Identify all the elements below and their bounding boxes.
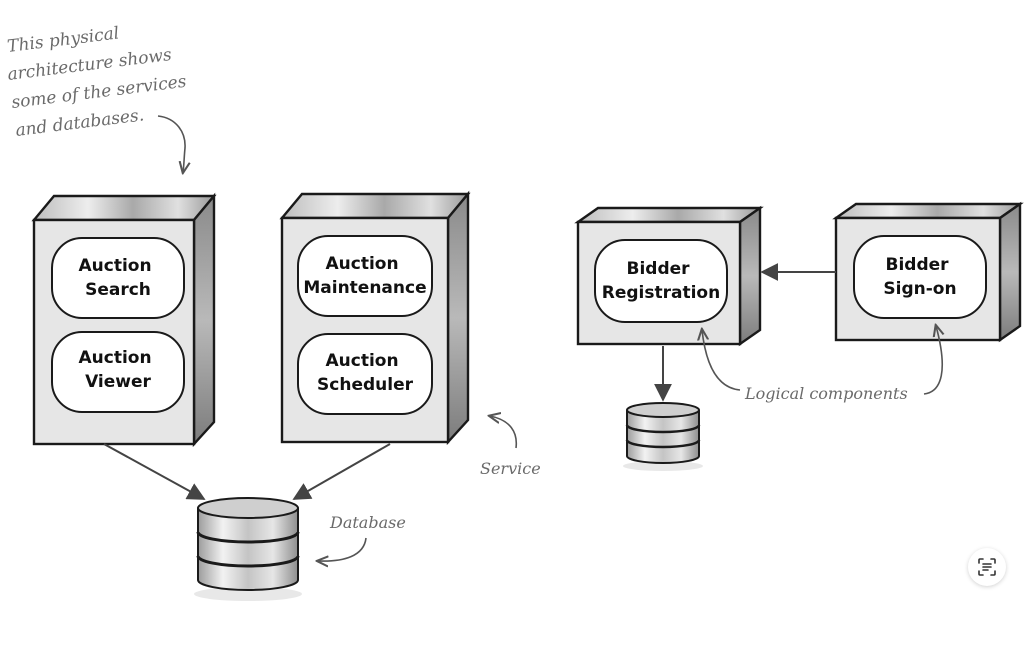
- service-box-top: [31, 194, 217, 222]
- service-box-bidder-registration: Bidder Registration: [574, 205, 764, 347]
- component-shape: [297, 235, 433, 317]
- logical-components-arrow-left: [702, 330, 741, 391]
- database-icon: [194, 497, 302, 601]
- logical-components-arrow-right: [923, 326, 942, 395]
- component-bidder-sign-on: Bidder Sign-on: [853, 235, 987, 319]
- service-box-side: [738, 205, 762, 347]
- service-box-side: [446, 190, 470, 446]
- annotation-line-4: and databases.: [14, 105, 145, 141]
- annotation-line-1: This physical: [6, 23, 120, 57]
- component-shape: [594, 239, 728, 323]
- component-label: Bidder Registration: [602, 259, 720, 303]
- component-label: Auction Scheduler: [317, 351, 414, 395]
- component-shape: [297, 333, 433, 415]
- component-label: Auction Maintenance: [303, 254, 426, 298]
- component-shape: [51, 331, 185, 413]
- service-box-side: [998, 201, 1022, 343]
- arrow-service-to-database: [292, 443, 391, 500]
- component-label: Bidder Sign-on: [883, 255, 956, 299]
- service-box-side: [192, 192, 216, 448]
- service-box-auction-search-viewer: Auction Search Auction Viewer: [31, 192, 217, 448]
- service-box-top: [574, 206, 764, 224]
- component-shape: [853, 235, 987, 319]
- service-box-top: [279, 192, 471, 220]
- component-auction-search: Auction Search: [51, 237, 185, 319]
- service-callout-arrow: [490, 416, 518, 449]
- component-auction-scheduler: Auction Scheduler: [297, 333, 433, 415]
- text-scan-icon: [978, 558, 996, 576]
- logical-components-callout: Logical components: [702, 326, 942, 403]
- annotation-arrow: [157, 115, 185, 172]
- service-box-bidder-sign-on: Bidder Sign-on: [832, 201, 1024, 343]
- component-label: Auction Viewer: [79, 348, 158, 392]
- service-label: Service: [480, 459, 541, 478]
- database-callout-arrow: [318, 537, 367, 561]
- service-box-auction-maintenance-scheduler: Auction Maintenance Auction Scheduler: [279, 190, 471, 446]
- database-callout: Database: [318, 513, 406, 561]
- database-icon: [623, 402, 703, 471]
- annotation-note: This physical architecture shows some of…: [6, 23, 188, 172]
- arrow-service-to-database: [103, 443, 206, 500]
- database-label: Database: [329, 513, 406, 532]
- component-auction-maintenance: Auction Maintenance: [297, 235, 433, 317]
- visual-search-button[interactable]: [968, 548, 1006, 586]
- component-bidder-registration: Bidder Registration: [594, 239, 728, 323]
- component-auction-viewer: Auction Viewer: [51, 331, 185, 413]
- service-callout: Service: [480, 416, 541, 478]
- service-box-top: [832, 202, 1024, 220]
- component-label: Auction Search: [79, 256, 158, 300]
- logical-components-label: Logical components: [744, 384, 908, 403]
- component-shape: [51, 237, 185, 319]
